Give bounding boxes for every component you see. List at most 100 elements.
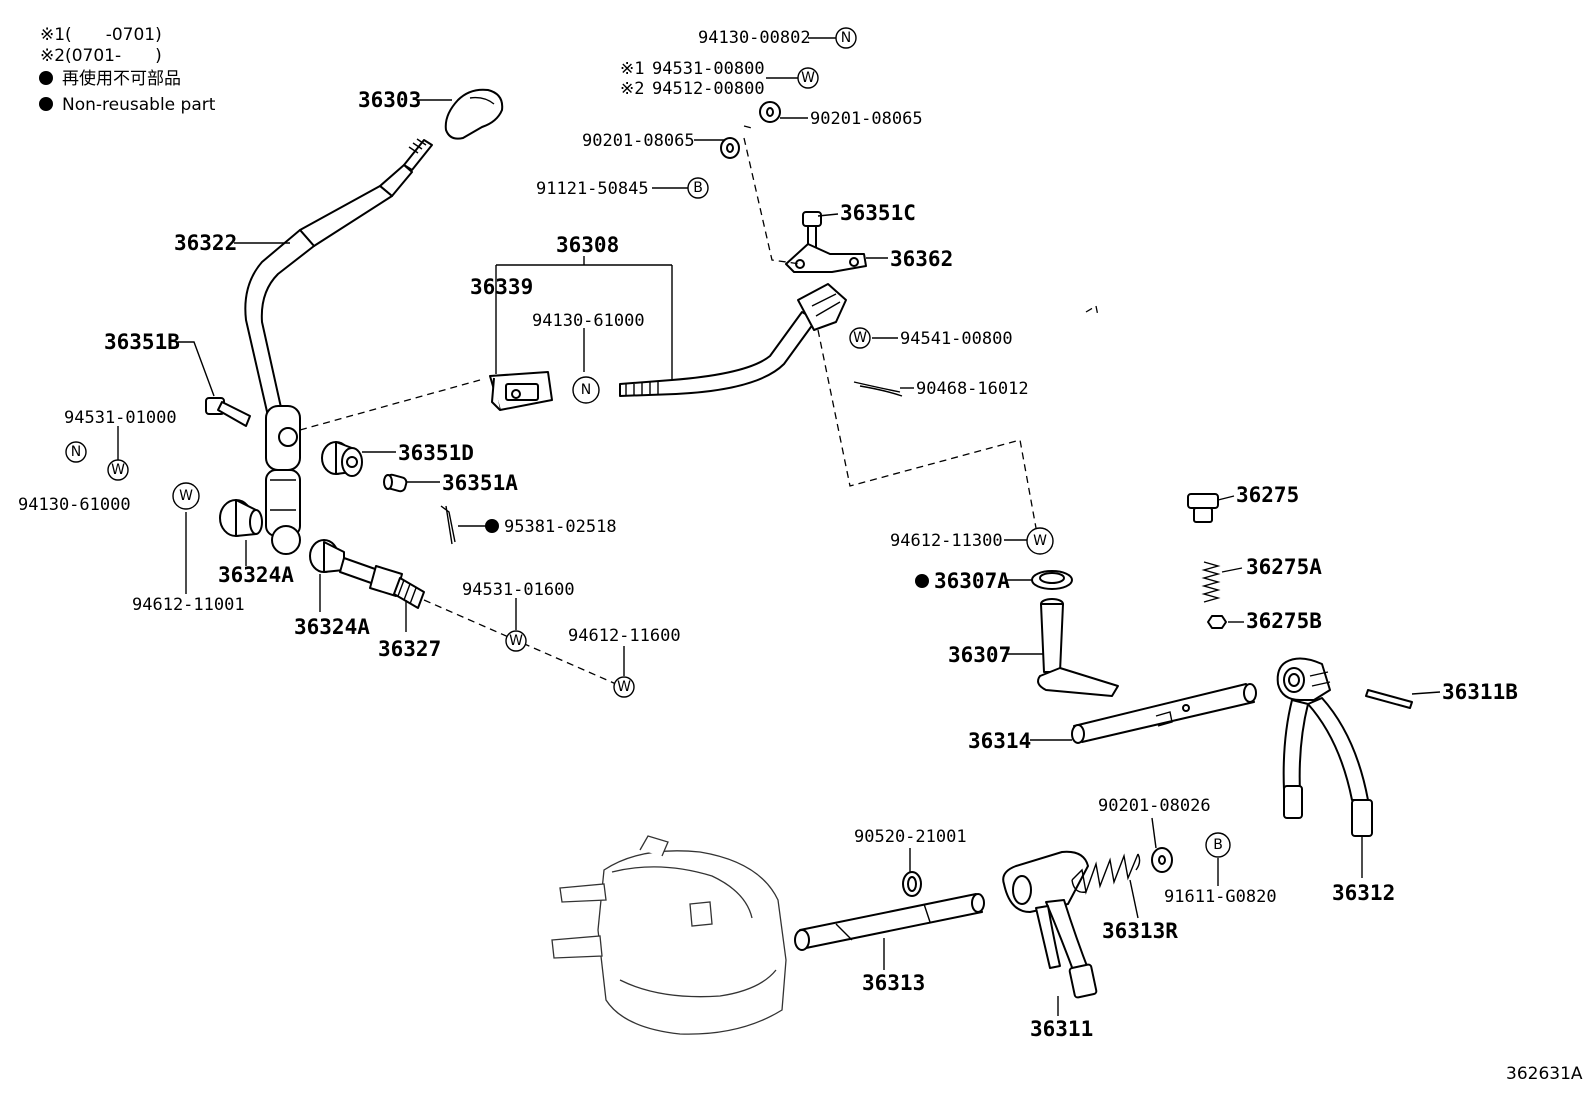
shaft-36307-part: [1037, 598, 1119, 697]
part-label-90201-08065-left: 90201-08065: [582, 131, 695, 151]
part-label-36351c: 36351C: [840, 201, 916, 225]
control-rod-part: [619, 283, 847, 397]
non-reusable-bullet-icon: [39, 71, 53, 85]
part-label-90520-21001: 90520-21001: [854, 827, 967, 847]
svg-text:W: W: [853, 330, 867, 346]
part-label-36307a: 36307A: [934, 569, 1010, 593]
part-labels: 36303 36322 36351B 94531-01000 94130-610…: [18, 28, 1518, 1041]
spring-90468-part: [853, 381, 903, 397]
fork-36311-part: [1002, 850, 1098, 999]
shaft-36314-part: [1071, 683, 1257, 744]
svg-text:B: B: [1213, 837, 1223, 853]
legend-note-1: ※1( -0701): [40, 25, 162, 45]
b-symbol-icon: B: [687, 177, 709, 199]
svg-text:N: N: [71, 444, 81, 460]
w-symbol-icon: W: [505, 630, 527, 652]
svg-text:W: W: [1033, 533, 1047, 549]
part-label-94512-00800: 94512-00800: [652, 79, 765, 99]
part-label-94612-11001: 94612-11001: [132, 595, 245, 615]
bushing-36324a-right-part: [309, 539, 345, 573]
part-label-91121-50845: 91121-50845: [536, 179, 649, 199]
part-label-36362: 36362: [890, 247, 953, 271]
part-label-36351d: 36351D: [398, 441, 474, 465]
pin-36311b-part: [1365, 689, 1413, 709]
ball-36275b-part: [1207, 615, 1227, 629]
ring-36307a-part: [1031, 570, 1073, 590]
non-reusable-dot-icon: [915, 574, 929, 588]
snap-ring-part: [902, 871, 922, 897]
spring-36313r-part: [1071, 853, 1141, 895]
washer-90201-08026-part: [1151, 847, 1173, 873]
n-symbol-icon: N: [572, 376, 600, 404]
bracket-36339-part: [489, 371, 553, 411]
part-label-94130-61000-left: 94130-61000: [18, 495, 131, 515]
shaft-36313-part: [794, 893, 985, 951]
b-symbol-icon: B: [1205, 832, 1231, 858]
svg-text:W: W: [617, 679, 631, 695]
transmission-housing-part: [551, 835, 787, 1035]
svg-text:W: W: [801, 70, 815, 86]
part-label-36311: 36311: [1030, 1017, 1093, 1041]
n-symbol-icon: N: [65, 441, 87, 463]
part-label-prefix-note1: ※1: [620, 59, 644, 79]
part-label-36351b: 36351B: [104, 330, 180, 354]
svg-text:W: W: [509, 633, 523, 649]
cotter-pin-part: [440, 505, 456, 545]
washer-90201-08065-part: [720, 101, 781, 159]
part-label-36324a-left: 36324A: [218, 563, 294, 587]
svg-text:W: W: [111, 462, 125, 478]
legend-note-2: ※2(0701- ): [40, 46, 162, 66]
part-label-36324a-right: 36324A: [294, 615, 370, 639]
part-label-36351a: 36351A: [442, 471, 518, 495]
legend-non-reusable-en: Non-reusable part: [62, 95, 216, 115]
part-label-36327: 36327: [378, 637, 441, 661]
w-symbol-icon: W: [107, 459, 129, 481]
part-label-36275b: 36275B: [1246, 609, 1322, 633]
part-label-36303: 36303: [358, 88, 421, 112]
w-symbol-icon: W: [797, 67, 819, 89]
part-label-90201-08065-right: 90201-08065: [810, 109, 923, 129]
part-label-36275: 36275: [1236, 483, 1299, 507]
legend: ※1( -0701) ※2(0701- ) 再使用不可部品 Non-reusab…: [39, 25, 216, 115]
part-label-90468-16012: 90468-16012: [916, 379, 1029, 399]
part-label-94612-11600: 94612-11600: [568, 626, 681, 646]
part-label-94130-00802: 94130-00802: [698, 28, 811, 48]
svg-text:B: B: [693, 180, 703, 196]
sleeve-36351a-part: [383, 473, 408, 493]
assembly-dashed-lines: [299, 125, 1099, 685]
shift-knob-part: [444, 88, 504, 140]
plug-36275-part: [1187, 493, 1219, 523]
w-symbol-icon: W: [172, 482, 200, 510]
part-label-95381-02518: 95381-02518: [504, 517, 617, 537]
symbols: N W B N W N W W W W W B: [65, 27, 1231, 858]
legend-non-reusable-jp: 再使用不可部品: [62, 68, 181, 89]
part-label-36339: 36339: [470, 275, 533, 299]
leader-lines: [117, 37, 1441, 1016]
part-label-94130-61000-mid: 94130-61000: [532, 311, 645, 331]
n-symbol-icon: N: [835, 27, 857, 49]
svg-text:N: N: [841, 30, 851, 46]
non-reusable-bullet-icon: [39, 97, 53, 111]
svg-text:N: N: [581, 382, 591, 398]
part-label-36307: 36307: [948, 643, 1011, 667]
part-label-94531-01000: 94531-01000: [64, 408, 177, 428]
spring-36275a-part: [1201, 561, 1221, 603]
part-label-94531-00800: 94531-00800: [652, 59, 765, 79]
w-symbol-icon: W: [849, 327, 871, 349]
part-label-94612-11300: 94612-11300: [890, 531, 1003, 551]
part-label-90201-08026: 90201-08026: [1098, 796, 1211, 816]
figure-reference-number: 362631A: [1506, 1064, 1583, 1084]
part-label-36322: 36322: [174, 231, 237, 255]
bushing-36351d-part: [321, 441, 363, 477]
pin-36327-part: [339, 557, 425, 609]
part-label-91611-g0820: 91611-G0820: [1164, 887, 1277, 907]
part-label-94541-00800: 94541-00800: [900, 329, 1013, 349]
w-symbol-icon: W: [613, 676, 635, 698]
w-symbol-icon: W: [1026, 527, 1054, 555]
plate-36362-part: [785, 243, 867, 273]
non-reusable-dot-icon: [485, 519, 499, 533]
part-drawings: [205, 88, 1413, 1035]
fork-36312-part: [1276, 657, 1373, 837]
shift-lever-part: [244, 138, 433, 555]
